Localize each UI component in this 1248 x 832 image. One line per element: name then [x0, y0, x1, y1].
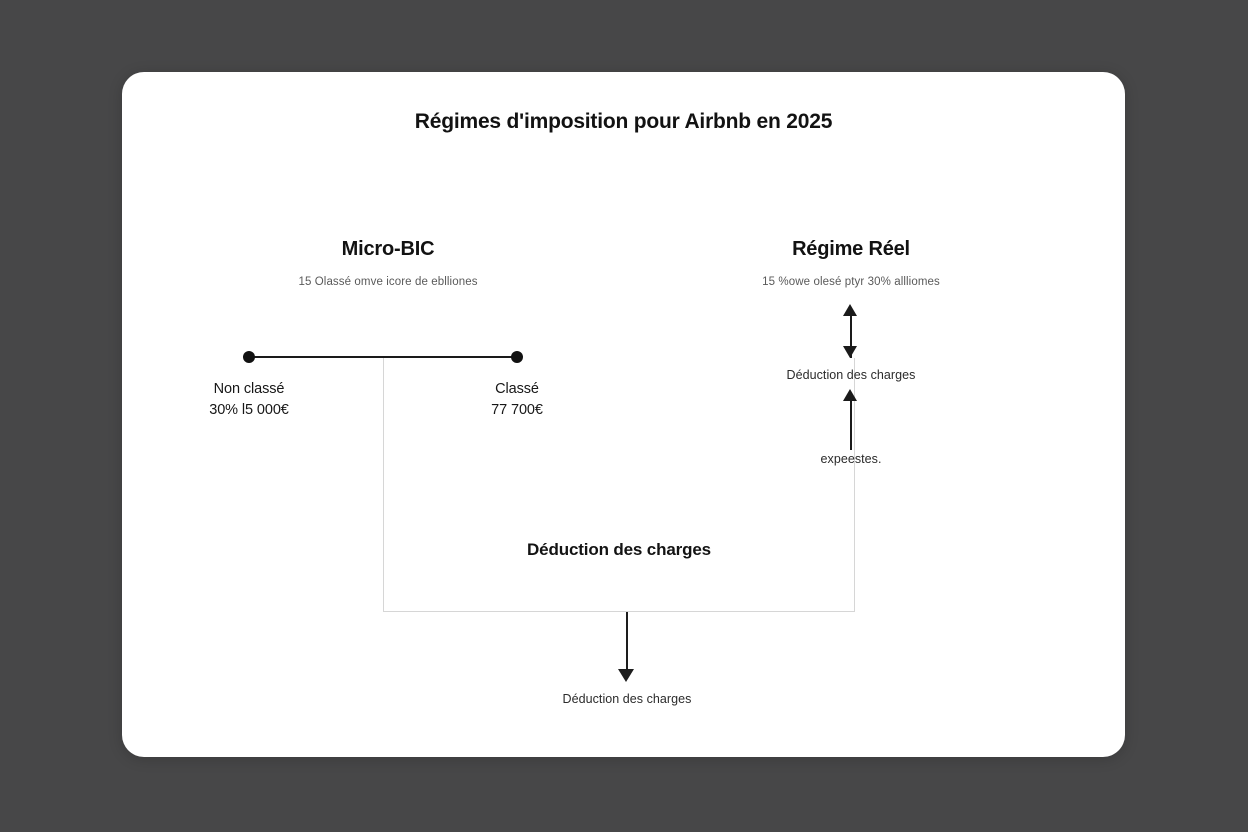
down-arrow-stem-icon: [626, 612, 628, 674]
node-label-classe: Classé 77 700€: [407, 379, 627, 421]
right-column-mid-label: Déduction des charges: [786, 368, 916, 382]
column-subtitle-regime-reel: 15 %owe olesé ptyr 30% allliomes: [762, 276, 940, 288]
node-label-non-classe-title: Non classé: [213, 381, 285, 397]
diagram-card: Régimes d'imposition pour Airbnb en 2025…: [122, 72, 1125, 757]
double-arrow-down-head-icon: [843, 346, 857, 358]
column-heading-regime-reel: Régime Réel 15 %owe olesé ptyr 30% allli…: [691, 238, 1011, 288]
branch-connector-line: [249, 356, 517, 358]
double-arrow-stem-icon: [850, 310, 852, 358]
down-arrow-head-icon: [618, 669, 634, 682]
column-title-regime-reel: Régime Réel: [792, 238, 910, 260]
right-column-bottom-label: expeestes.: [820, 452, 882, 466]
node-label-classe-value: 77 700€: [491, 402, 543, 419]
node-dot-classe: [511, 351, 523, 363]
page-title: Régimes d'imposition pour Airbnb en 2025: [414, 110, 833, 133]
node-dot-non-classe: [243, 351, 255, 363]
bottom-outcome-label: Déduction des charges: [562, 692, 692, 706]
grouping-bracket-box: [383, 358, 855, 612]
node-label-non-classe-value: 30% l5 000€: [209, 402, 289, 419]
up-arrow-stem-icon: [850, 395, 852, 450]
center-caption-deduction: Déduction des charges: [527, 540, 711, 559]
node-label-classe-title: Classé: [495, 381, 539, 397]
column-title-micro-bic: Micro-BIC: [341, 238, 435, 260]
column-heading-micro-bic: Micro-BIC 15 Olassé omve icore de ebllio…: [228, 238, 548, 288]
column-subtitle-micro-bic: 15 Olassé omve icore de eblliones: [298, 276, 478, 288]
node-label-non-classe: Non classé 30% l5 000€: [139, 379, 359, 421]
